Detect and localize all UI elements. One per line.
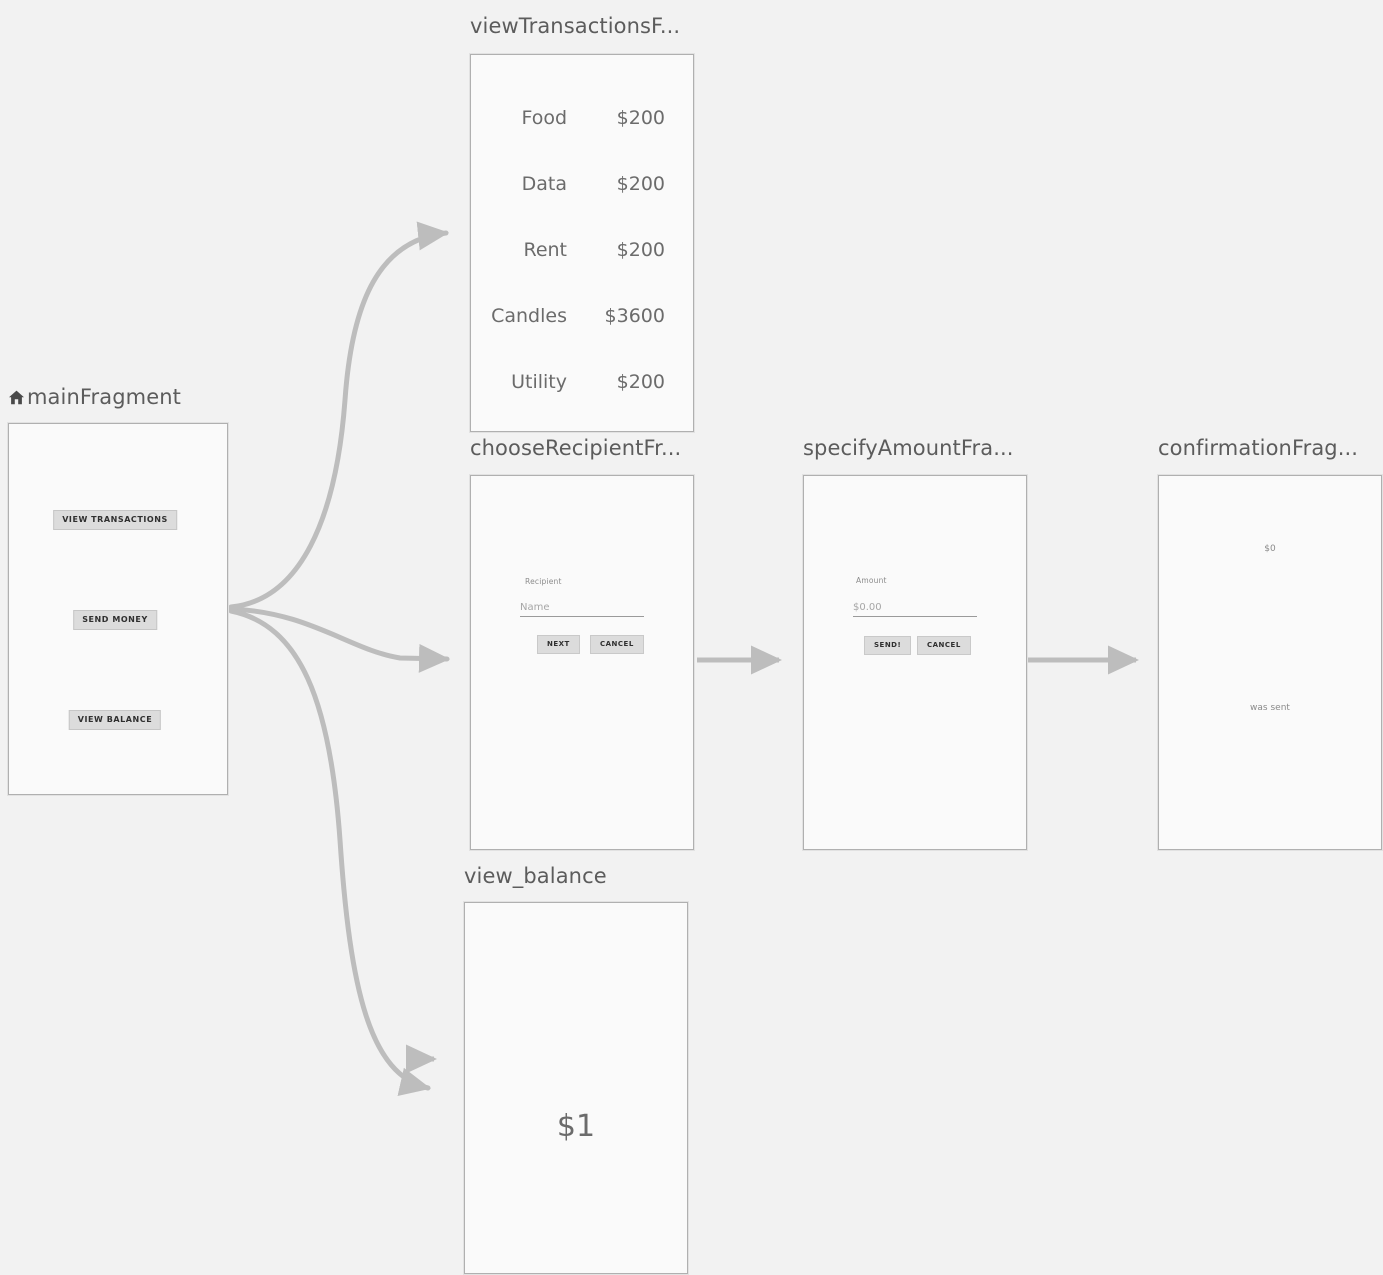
view-balance-button[interactable]: VIEW BALANCE — [68, 710, 162, 730]
cancel-button[interactable]: CANCEL — [917, 636, 971, 655]
edge-main-to-view-transactions — [228, 221, 449, 610]
table-row: Candles $3600 — [471, 305, 693, 327]
balance-amount: $1 — [556, 1109, 596, 1144]
recipient-input-placeholder: Name — [520, 602, 550, 613]
choose-recipient-frame[interactable]: Recipient Name NEXT CANCEL — [470, 475, 694, 850]
transaction-amount: $200 — [616, 239, 665, 261]
transaction-label: Data — [521, 173, 567, 195]
node-title-view-balance: view_balance — [464, 864, 607, 888]
transaction-amount: $200 — [616, 371, 665, 393]
main-fragment-frame[interactable]: VIEW TRANSACTIONS SEND MONEY VIEW BALANC… — [8, 423, 228, 795]
recipient-input[interactable]: Name — [520, 602, 644, 617]
node-title-view-transactions: viewTransactionsF... — [470, 14, 681, 38]
node-title-confirmation: confirmationFrag... — [1158, 436, 1359, 460]
amount-input-placeholder: $0.00 — [853, 602, 882, 613]
amount-input[interactable]: $0.00 — [853, 602, 977, 617]
recipient-field-label: Recipient — [525, 577, 562, 586]
view-balance-frame[interactable]: $1 — [464, 902, 688, 1274]
transaction-label: Food — [521, 107, 567, 129]
node-title-text: mainFragment — [27, 385, 181, 409]
node-title-specify-amount: specifyAmountFra... — [803, 436, 1014, 460]
table-row: Food $200 — [471, 107, 693, 129]
next-button[interactable]: NEXT — [537, 635, 580, 654]
transaction-label: Candles — [491, 305, 567, 327]
view-transactions-button[interactable]: VIEW TRANSACTIONS — [53, 510, 177, 530]
cancel-button[interactable]: CANCEL — [590, 635, 644, 654]
confirmation-frame[interactable]: $0 was sent — [1158, 475, 1382, 850]
send-money-button[interactable]: SEND MONEY — [73, 610, 157, 630]
transaction-amount: $200 — [616, 173, 665, 195]
confirmation-amount: $0 — [1264, 544, 1276, 554]
transaction-label: Utility — [511, 371, 567, 393]
send-button[interactable]: SEND! — [864, 636, 912, 655]
edge-main-to-choose-recipient — [228, 606, 450, 673]
transaction-amount: $200 — [616, 107, 665, 129]
home-icon — [8, 387, 25, 411]
table-row: Utility $200 — [471, 371, 693, 393]
edge-main-to-view-balance — [228, 608, 431, 1096]
amount-field-label: Amount — [856, 576, 887, 585]
confirmation-message: was sent — [1250, 703, 1290, 713]
transaction-label: Rent — [523, 239, 567, 261]
specify-amount-frame[interactable]: Amount $0.00 SEND! CANCEL — [803, 475, 1027, 850]
transaction-amount: $3600 — [604, 305, 665, 327]
node-title-choose-recipient: chooseRecipientFr... — [470, 436, 682, 460]
table-row: Data $200 — [471, 173, 693, 195]
view-transactions-frame[interactable]: Food $200 Data $200 Rent $200 Candles $3… — [470, 54, 694, 432]
table-row: Rent $200 — [471, 239, 693, 261]
node-title-main-fragment: mainFragment — [8, 385, 181, 411]
